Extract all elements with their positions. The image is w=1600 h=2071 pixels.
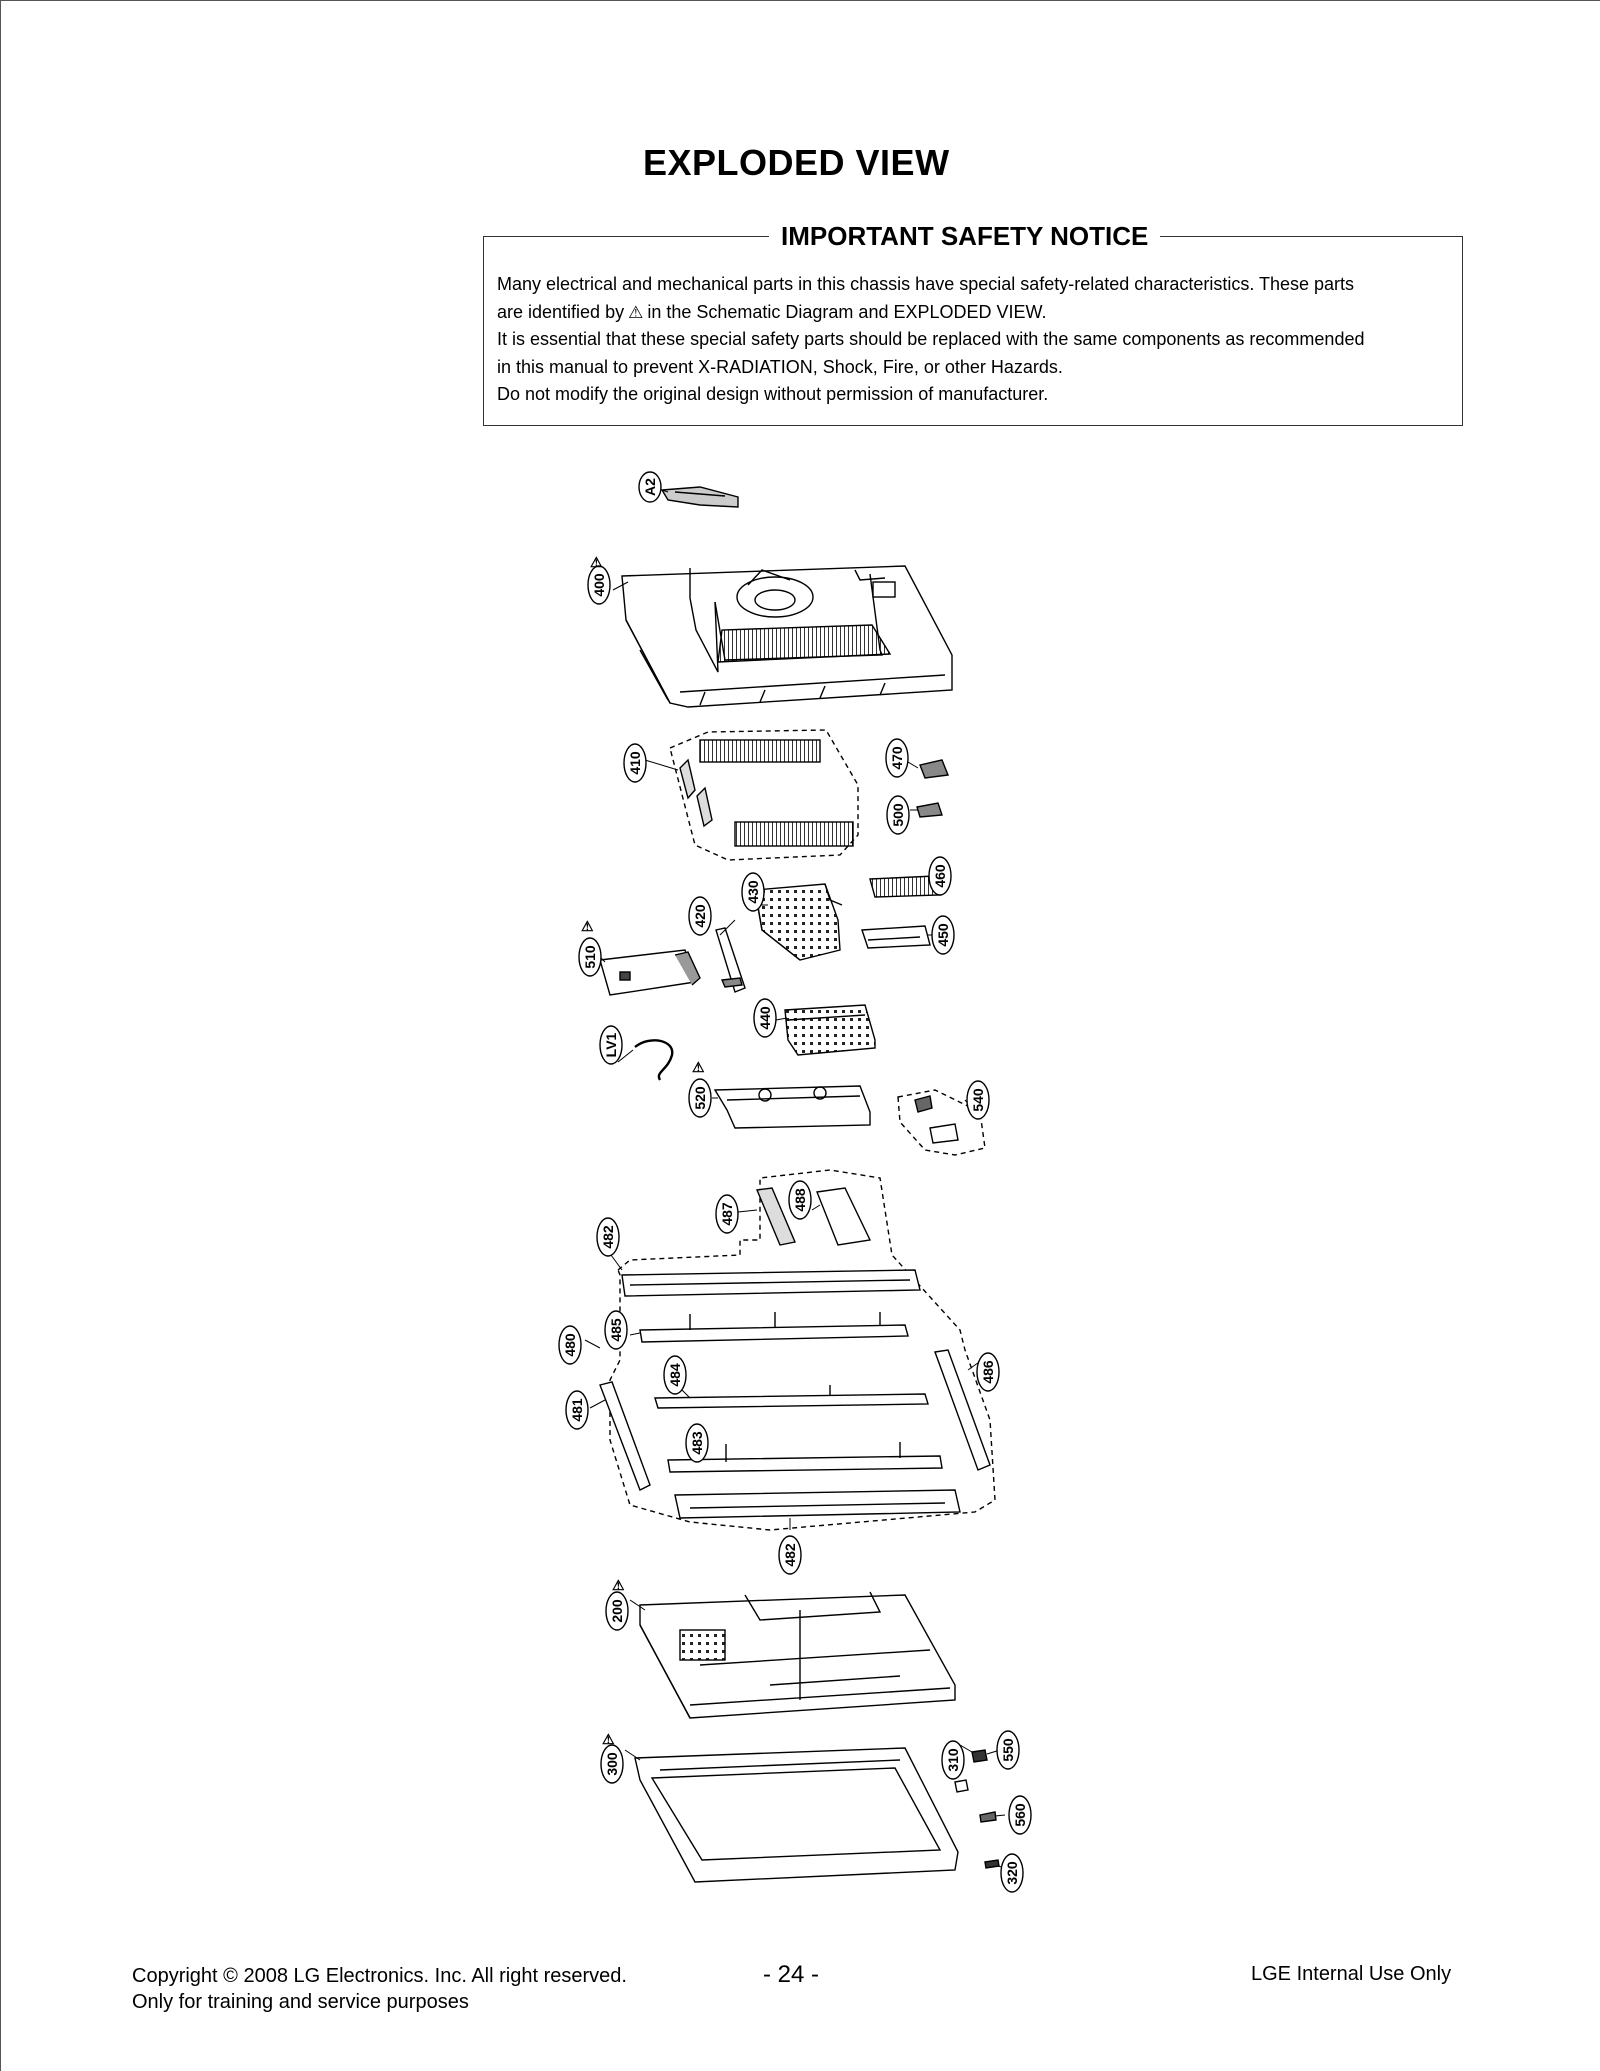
part-label-a2: A2 bbox=[642, 478, 658, 496]
chassis-frame-part bbox=[639, 1591, 956, 1719]
back-cover-part bbox=[621, 565, 953, 708]
tuner-bracket-part bbox=[715, 927, 746, 993]
notice-text: are identified by bbox=[497, 301, 625, 322]
training-text: Only for training and service purposes bbox=[132, 1991, 469, 2013]
speaker-enclosure-part bbox=[713, 1085, 871, 1129]
safety-warning-icon: ⚠ bbox=[612, 1577, 625, 1593]
part-label-470: 470 bbox=[889, 746, 905, 770]
part-label-482-bottom: 482 bbox=[782, 1543, 798, 1567]
part-label-440: 440 bbox=[757, 1006, 773, 1030]
part-label-310: 310 bbox=[945, 1748, 961, 1772]
support-bracket-part bbox=[861, 925, 931, 949]
notice-line: Many electrical and mechanical parts in … bbox=[497, 274, 1355, 294]
safety-warning-icon: ⚠ bbox=[581, 918, 594, 934]
front-bezel-part bbox=[634, 1747, 959, 1883]
safety-warning-icon: ⚠ bbox=[590, 554, 603, 570]
speaker-group-part bbox=[669, 729, 859, 861]
notice-text: in the Schematic Diagram and EXPLODED VI… bbox=[647, 301, 1047, 322]
side-terminal-part bbox=[919, 759, 949, 779]
stand-bracket-part bbox=[660, 486, 739, 508]
power-button-part bbox=[971, 1749, 988, 1763]
safety-notice-heading: IMPORTANT SAFETY NOTICE bbox=[769, 221, 1161, 252]
frame-group-part bbox=[599, 1169, 996, 1531]
page-number: - 24 - bbox=[763, 1961, 820, 1988]
part-label-486: 486 bbox=[980, 1360, 996, 1384]
main-board-part bbox=[599, 949, 701, 996]
safety-notice-body: Many electrical and mechanical parts in … bbox=[497, 271, 1452, 409]
ir-window-part bbox=[954, 1779, 969, 1793]
part-label-482-top: 482 bbox=[600, 1225, 616, 1249]
button-group-part bbox=[897, 1089, 986, 1156]
part-label-510: 510 bbox=[582, 945, 598, 969]
part-label-540: 540 bbox=[970, 1088, 986, 1112]
part-label-320: 320 bbox=[1004, 1861, 1020, 1885]
page-border-top bbox=[0, 0, 1600, 1]
part-label-485: 485 bbox=[608, 1318, 624, 1342]
part-label-lv1: LV1 bbox=[603, 1032, 619, 1057]
shield-box-part bbox=[754, 883, 843, 961]
part-label-460: 460 bbox=[932, 864, 948, 888]
bracket-part bbox=[916, 802, 943, 818]
part-label-300: 300 bbox=[604, 1752, 620, 1776]
part-label-520: 520 bbox=[692, 1086, 708, 1110]
copyright-text: Copyright © 2008 LG Electronics. Inc. Al… bbox=[132, 1965, 627, 1987]
part-label-200: 200 bbox=[609, 1599, 625, 1623]
part-label-410: 410 bbox=[627, 751, 643, 775]
notice-line: Do not modify the original design withou… bbox=[497, 384, 1049, 404]
safety-warning-icon: ⚠ bbox=[602, 1731, 615, 1747]
page-border-left bbox=[0, 0, 1, 2071]
power-shield-part bbox=[784, 1004, 876, 1056]
notice-line: are identified by⚠in the Schematic Diagr… bbox=[497, 299, 1452, 327]
safety-notice-box: IMPORTANT SAFETY NOTICE Many electrical … bbox=[483, 221, 1463, 426]
part-label-450: 450 bbox=[935, 923, 951, 947]
part-label-500: 500 bbox=[890, 803, 906, 827]
safety-warning-icon: ⚠ bbox=[692, 1059, 705, 1075]
part-label-560: 560 bbox=[1012, 1803, 1028, 1827]
part-label-484: 484 bbox=[667, 1363, 683, 1387]
led-lens-part bbox=[979, 1811, 997, 1823]
footer-internal-use: LGE Internal Use Only bbox=[1251, 1963, 1452, 1985]
lvds-cable-part bbox=[634, 1039, 674, 1081]
notice-line: It is essential that these special safet… bbox=[497, 329, 1365, 349]
part-label-550: 550 bbox=[1000, 1738, 1016, 1762]
page-title: EXPLODED VIEW bbox=[643, 142, 950, 183]
part-label-430: 430 bbox=[745, 880, 761, 904]
part-label-481: 481 bbox=[569, 1398, 585, 1422]
part-label-488: 488 bbox=[792, 1188, 808, 1212]
warning-triangle-icon: ⚠ bbox=[628, 302, 644, 322]
part-label-400: 400 bbox=[591, 573, 607, 597]
part-label-480: 480 bbox=[562, 1333, 578, 1357]
part-label-420: 420 bbox=[692, 904, 708, 928]
part-label-483: 483 bbox=[689, 1431, 705, 1455]
footer-copyright: Copyright © 2008 LG Electronics. Inc. Al… bbox=[132, 1963, 627, 2015]
notice-line: in this manual to prevent X-RADIATION, S… bbox=[497, 356, 1063, 377]
screw-part bbox=[984, 1859, 1000, 1869]
part-label-487: 487 bbox=[719, 1202, 735, 1226]
